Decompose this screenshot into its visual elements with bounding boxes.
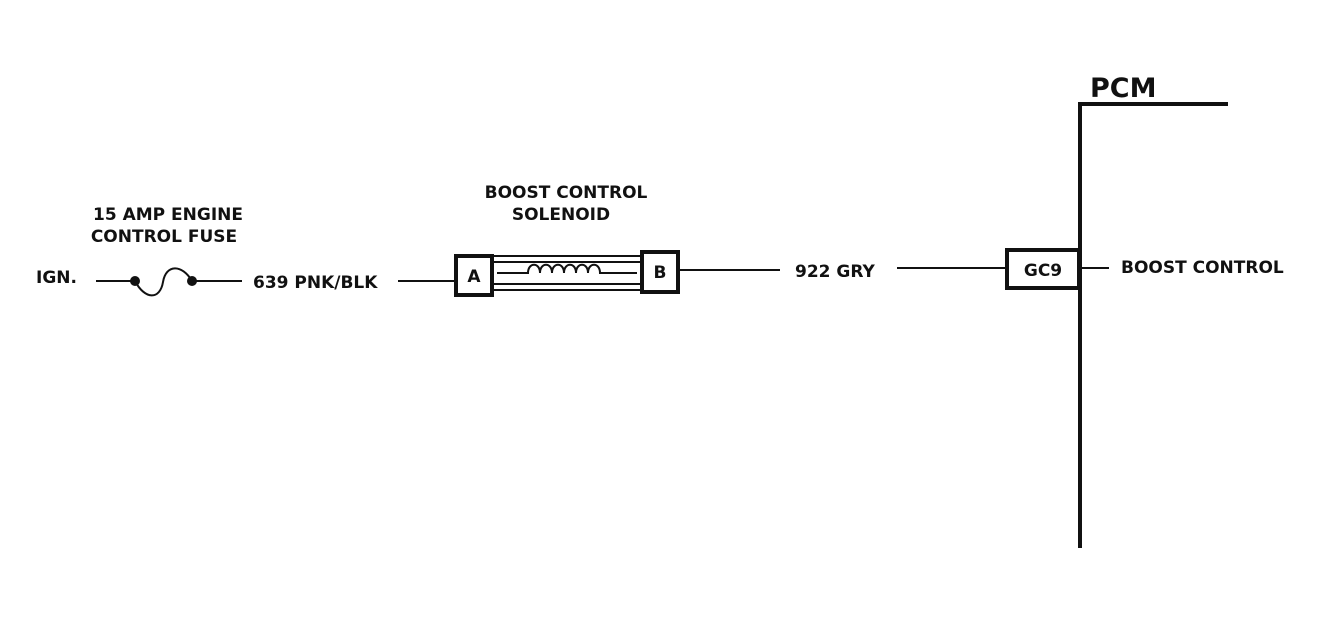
wire-922-label: 922 GRY <box>795 262 876 282</box>
pcm-label: PCM <box>1090 73 1156 104</box>
coil-icon <box>497 263 637 274</box>
fuse-label-line2: CONTROL FUSE <box>91 227 237 247</box>
pin-a-box <box>454 254 494 297</box>
pin-b-box <box>640 250 680 294</box>
wire-639-label: 639 PNK/BLK <box>253 273 378 293</box>
solenoid-label-line2: SOLENOID <box>512 205 610 225</box>
fuse-symbol <box>96 267 242 297</box>
solenoid-label-line1: BOOST CONTROL <box>485 183 648 203</box>
ign-label: IGN. <box>36 268 77 288</box>
pcm-outline <box>1078 102 1228 548</box>
pcm-pin-label: GC9 <box>1024 261 1062 281</box>
pin-b-label: B <box>654 263 667 283</box>
boost-control-solenoid: A B <box>454 250 680 297</box>
fuse-label-line1: 15 AMP ENGINE <box>93 205 243 225</box>
pin-a-label: A <box>467 267 481 287</box>
pcm-module: PCM GC9 BOOST CONTROL <box>1005 73 1284 548</box>
pcm-function-label: BOOST CONTROL <box>1121 258 1284 278</box>
fuse-element <box>134 267 193 297</box>
pcm-pin-box <box>1005 248 1081 290</box>
